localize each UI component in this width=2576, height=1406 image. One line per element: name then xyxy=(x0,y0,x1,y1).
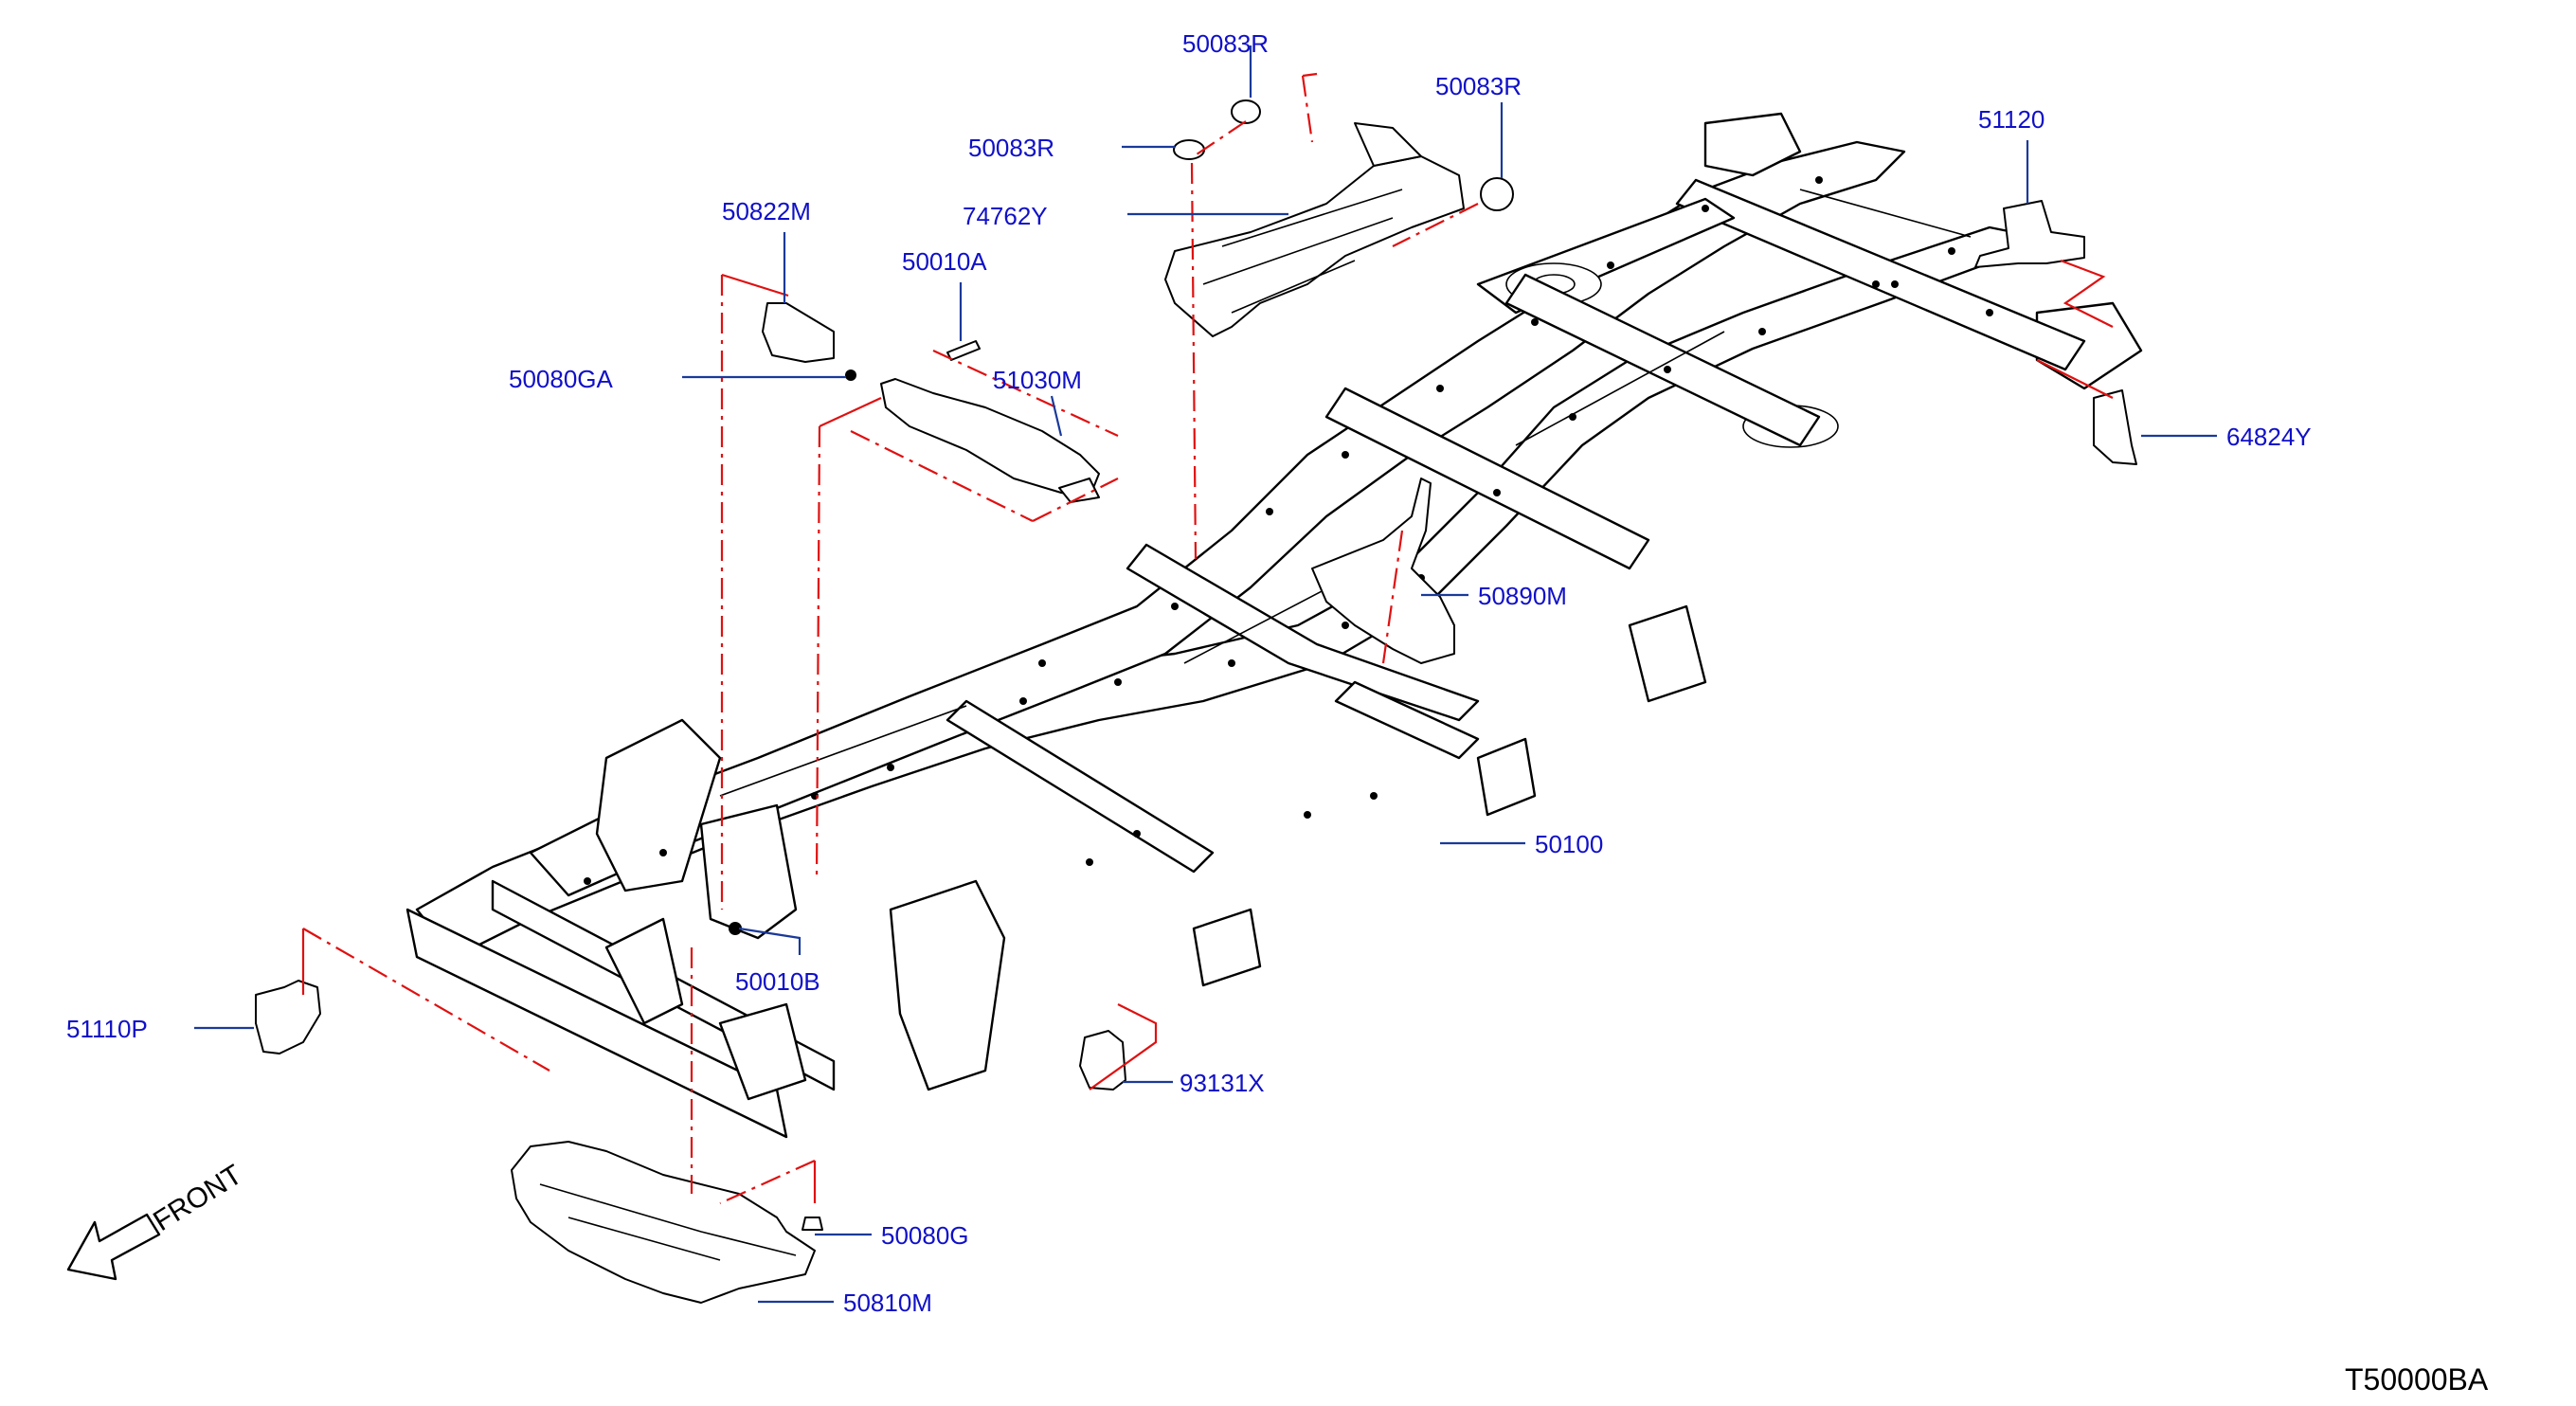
heat-insulator-74762Y xyxy=(1164,155,1465,337)
insulator-tab xyxy=(1354,122,1422,167)
callout-50080GA: 50080GA xyxy=(509,365,614,393)
front-label: FRONT xyxy=(148,1159,247,1237)
bolt-50010A xyxy=(946,340,981,361)
bracket-51120 xyxy=(1974,200,2085,268)
callout-51120: 51120 xyxy=(1978,105,2045,134)
callout-50010A: 50010A xyxy=(902,247,987,276)
bracket-51110P xyxy=(255,980,321,1054)
front-arrow xyxy=(66,1213,161,1281)
crossmember-51030M xyxy=(880,378,1100,498)
bolt-50080GA xyxy=(845,370,856,381)
skid-plate-50810M xyxy=(511,1141,816,1304)
callout-50890M: 50890M xyxy=(1478,582,1567,610)
clip-50083R-a xyxy=(1231,99,1261,124)
leader-lines xyxy=(194,45,2217,1304)
chassis-frame-50100 xyxy=(405,112,2143,1139)
callout-64824Y: 64824Y xyxy=(2226,423,2312,451)
callout-50810M: 50810M xyxy=(843,1289,932,1317)
callout-50083R-top: 50083R xyxy=(1182,29,1269,58)
bracket-93131X xyxy=(1079,1030,1126,1091)
shield-50890M xyxy=(1311,478,1455,664)
callout-93131X: 93131X xyxy=(1180,1069,1265,1097)
callout-50010B: 50010B xyxy=(735,967,820,996)
callout-50083R-left: 50083R xyxy=(968,134,1054,162)
clip-50083R-c xyxy=(1480,177,1514,211)
callout-51030M: 51030M xyxy=(993,366,1082,394)
clip-50083R-b xyxy=(1173,139,1205,160)
bracket-50822M xyxy=(762,302,835,363)
crossmember-51030M-end xyxy=(1058,478,1100,503)
bolt-50080G xyxy=(802,1217,823,1231)
callout-50080G: 50080G xyxy=(881,1221,969,1250)
bolt-50010B xyxy=(729,922,742,935)
callout-50083R-right: 50083R xyxy=(1435,72,1522,100)
callout-51110P: 51110P xyxy=(66,1015,148,1043)
phantom-lines xyxy=(301,72,2114,1205)
diagram-code: T50000BA xyxy=(2345,1362,2489,1397)
callout-50822M: 50822M xyxy=(722,197,811,225)
callout-50100: 50100 xyxy=(1535,830,1603,858)
callout-74762Y: 74762Y xyxy=(963,202,1048,230)
bracket-64824Y xyxy=(2093,389,2137,465)
